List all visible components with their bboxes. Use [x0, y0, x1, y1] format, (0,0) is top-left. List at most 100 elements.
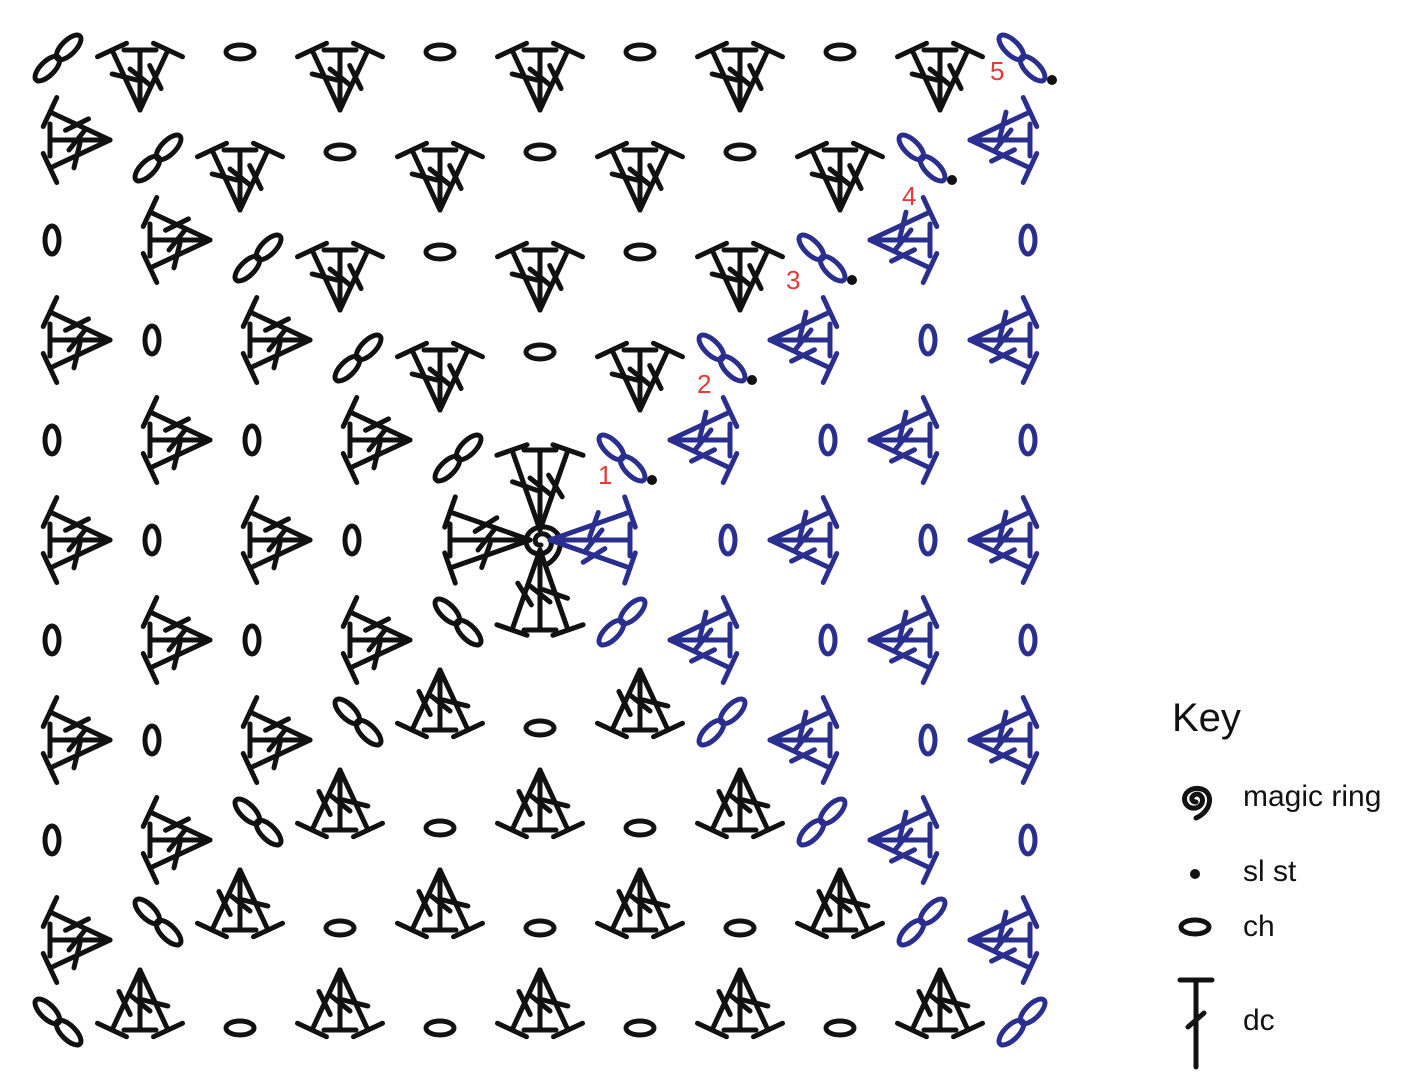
dc-stitch	[537, 547, 586, 638]
dc-stitch	[547, 494, 638, 543]
dc-stitch	[967, 321, 1033, 359]
dc-stitch	[547, 537, 638, 586]
dc-stitch	[867, 621, 933, 659]
dc-stitch	[140, 437, 213, 485]
key-label-ch: ch	[1243, 910, 1275, 943]
ch-stitch	[253, 232, 284, 263]
ch-icon	[1178, 917, 1212, 937]
dc-stitch	[47, 521, 113, 559]
dc-stitch	[295, 767, 343, 840]
dc-stitch	[240, 695, 313, 743]
ch-stitch	[1017, 996, 1048, 1027]
dc-stitch	[737, 767, 785, 840]
dc-stitch	[321, 767, 359, 833]
dc-stitch	[595, 140, 643, 213]
dc-stitch	[240, 295, 313, 343]
dc-stitch	[337, 240, 385, 313]
dc-stitch	[737, 967, 785, 1040]
dc-stitch	[547, 521, 633, 559]
dc-stitch	[121, 47, 159, 113]
ch-stitch	[242, 423, 262, 457]
dc-stitch	[495, 240, 543, 313]
ch-stitch	[1018, 423, 1038, 457]
dc-stitch	[695, 40, 743, 113]
dc-stitch	[637, 340, 685, 413]
sl-st	[847, 275, 857, 285]
ch-stitch	[153, 132, 184, 163]
dc-stitch	[137, 967, 185, 1040]
dc-stitch	[347, 421, 413, 459]
dc-stitch	[437, 340, 485, 413]
ch-stitch	[42, 223, 62, 257]
dc-stitch	[40, 295, 113, 343]
ch-stitch	[723, 918, 757, 938]
key-label-magic-ring: magic ring	[1243, 780, 1382, 813]
dc-stitch	[895, 40, 943, 113]
dc-stitch	[737, 240, 785, 313]
dc-stitch	[442, 494, 533, 543]
ch-stitch	[723, 142, 757, 162]
dc-stitch	[521, 447, 559, 533]
ch-stitch	[153, 917, 184, 948]
dc-stitch	[867, 595, 940, 643]
dc-stitch	[821, 147, 859, 213]
ch-stitch	[223, 1018, 257, 1038]
dc-stitch	[837, 867, 885, 940]
dc-stitch	[221, 147, 259, 213]
dc-stitch	[621, 347, 659, 413]
dc-stitch	[140, 395, 213, 443]
round-number-labels: 1 2 3 4 5	[598, 56, 1004, 490]
dc-stitch	[40, 137, 113, 185]
ch-stitch	[817, 253, 848, 284]
ch-stitch	[918, 523, 938, 557]
key-label-sl-st: sl st	[1243, 855, 1297, 888]
dc-stitch	[437, 140, 485, 213]
dc-stitch	[967, 495, 1040, 543]
ch-stitch	[717, 696, 748, 727]
dc-stitch	[421, 347, 459, 413]
ch-stitch	[523, 142, 557, 162]
dc-stitch	[521, 547, 559, 633]
ch-stitch	[617, 596, 648, 627]
dc-stitch	[437, 667, 485, 740]
dc-stitch	[821, 867, 859, 933]
ch-stitch	[917, 153, 948, 184]
dc-stitch	[295, 40, 343, 113]
dc-stitch	[967, 121, 1033, 159]
dc-stitch	[737, 40, 785, 113]
dc-stitch	[537, 967, 585, 1040]
dc-stitch	[595, 867, 643, 940]
ch-stitch	[53, 1017, 84, 1048]
ch-stitch	[823, 42, 857, 62]
dc-stitch	[321, 47, 359, 113]
ch-stitch	[223, 42, 257, 62]
ch-stitch	[623, 818, 657, 838]
dc-stitch	[337, 767, 385, 840]
dc-stitch	[621, 867, 659, 933]
dc-stitch	[240, 737, 313, 785]
dc-stitch	[537, 240, 585, 313]
dc-stitch	[967, 137, 1040, 185]
dc-stitch	[637, 667, 685, 740]
dc-stitch	[140, 595, 213, 643]
dc-stitch	[395, 867, 443, 940]
dc-stitch	[321, 247, 359, 313]
ch-stitch	[453, 617, 484, 648]
ch-stitch	[918, 723, 938, 757]
dc-stitch	[395, 140, 443, 213]
dc-stitch	[667, 437, 740, 485]
dc-stitch	[442, 537, 533, 586]
dc-stitch	[667, 621, 733, 659]
dc-stitch	[837, 140, 885, 213]
dc-stitch	[237, 140, 285, 213]
dc-stitch	[147, 221, 213, 259]
ch-stitch	[817, 796, 848, 827]
ch-stitch	[353, 332, 384, 363]
dc-stitch	[47, 721, 113, 759]
dc-stitch	[937, 967, 985, 1040]
dc-stitch	[867, 221, 933, 259]
dc-stitch	[967, 521, 1033, 559]
key-label-dc: dc	[1243, 1004, 1275, 1037]
ch-stitch	[142, 523, 162, 557]
dc-stitch	[40, 695, 113, 743]
